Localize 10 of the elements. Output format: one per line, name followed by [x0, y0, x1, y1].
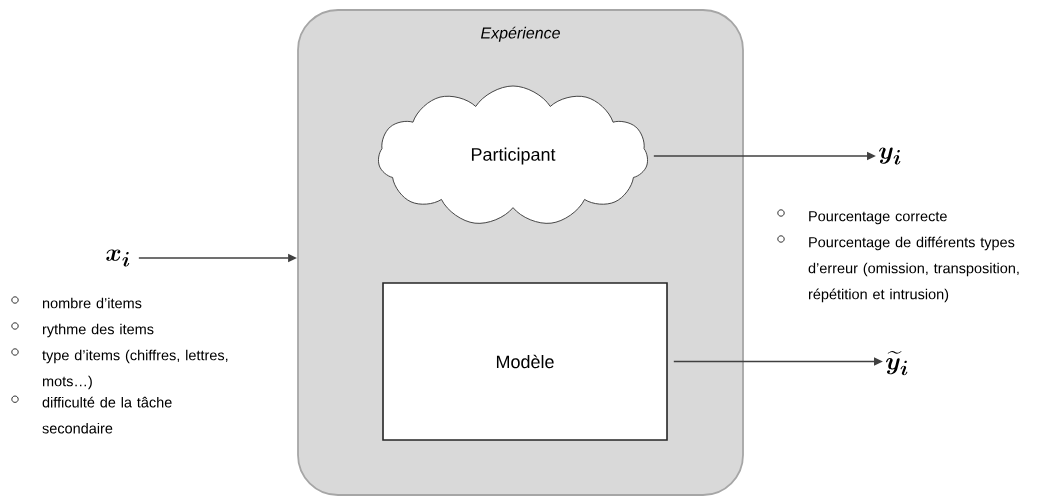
variable-symbol: $\bm{y_i}$: [879, 147, 901, 165]
bullet-item: Pourcentage de différents types d’erreur (omission, transposition, répétition et intrusion): [777, 235, 1019, 303]
bullet-item: nombre d’items: [11, 296, 142, 309]
variable-symbol: $\widetilde{\bm{y}}_{\bm{i}}$: [886, 350, 908, 376]
bullet-item: difficulté de la tâche secondaire: [11, 395, 172, 434]
bullet-item: Pourcentage correcte: [777, 209, 947, 225]
variable-symbol: $\bm{x_i}$: [106, 249, 130, 267]
process-box: Modèle: [382, 282, 668, 441]
bullet-item: rythme des items: [11, 322, 154, 338]
bullet-item: type d’items (chiffres, lettres, mots…): [11, 348, 228, 390]
